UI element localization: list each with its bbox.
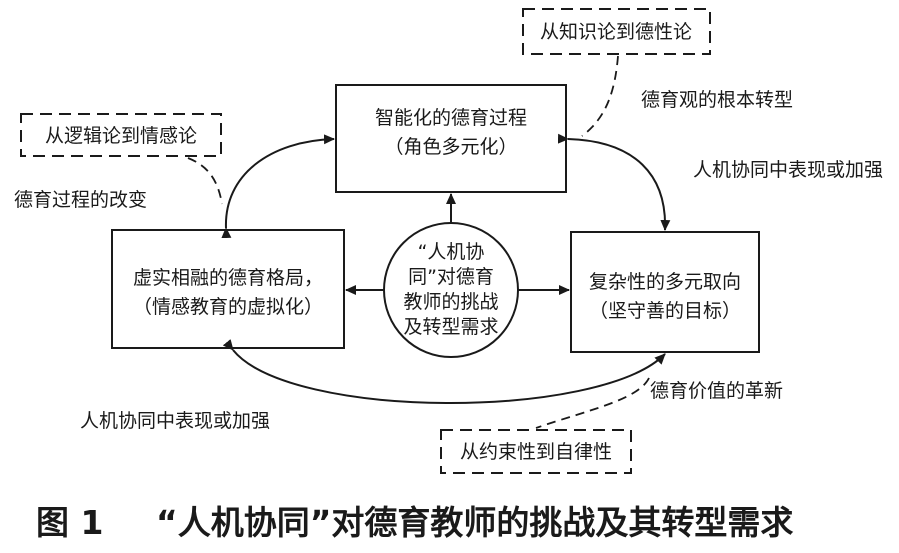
dashed-connector-bottom <box>535 377 650 429</box>
dashed-box-bottom: 从约束性到自律性 <box>440 429 632 474</box>
left-box-line1: 虚实相融的德育格局， <box>133 267 323 289</box>
center-line3: 教师的挑战 <box>403 291 498 313</box>
top-box-line1: 智能化的德育过程 <box>375 107 527 129</box>
top-box-line2: （角色多元化） <box>384 136 517 158</box>
right-box: 复杂性的多元取向 （坚守善的目标） <box>570 231 760 353</box>
dashed-box-left: 从逻辑论到情感论 <box>20 113 222 157</box>
right-box-line1: 复杂性的多元取向 <box>589 271 741 293</box>
dashed-connector-top-right <box>581 55 619 137</box>
left-box-line2: （情感教育的虚拟化） <box>133 296 323 318</box>
arc-left-top <box>221 134 335 239</box>
center-circle: “人机协 同”对德育 教师的挑战 及转型需求 <box>383 222 519 358</box>
center-line1: “人机协 <box>418 241 485 263</box>
center-line2: 同”对德育 <box>408 266 494 288</box>
figure-number: 图 1 <box>36 503 103 542</box>
figure-caption: “人机协同”对德育教师的挑战及其转型需求 <box>156 503 793 542</box>
annotation-value-renewal: 德育价值的革新 <box>650 380 783 402</box>
annotation-morality-view: 德育观的根本转型 <box>641 89 793 111</box>
right-box-line2: （坚守善的目标） <box>589 300 741 322</box>
arc-left-right-bottom <box>222 339 666 404</box>
arc-top-right <box>557 133 671 231</box>
dashed-label-top-right: 从知识论到德性论 <box>540 21 692 43</box>
left-box: 虚实相融的德育格局， （情感教育的虚拟化） <box>111 229 345 349</box>
center-line4: 及转型需求 <box>403 316 498 338</box>
dashed-label-bottom: 从约束性到自律性 <box>460 441 612 463</box>
dashed-box-top-right: 从知识论到德性论 <box>522 8 711 55</box>
annotation-enhance-right: 人机协同中表现或加强 <box>693 159 883 181</box>
dashed-label-left: 从逻辑论到情感论 <box>45 125 197 147</box>
dashed-connector-left <box>187 157 223 205</box>
top-box: 智能化的德育过程 （角色多元化） <box>335 84 567 193</box>
annotation-enhance-bottom: 人机协同中表现或加强 <box>80 410 270 432</box>
annotation-process-change: 德育过程的改变 <box>14 189 147 211</box>
